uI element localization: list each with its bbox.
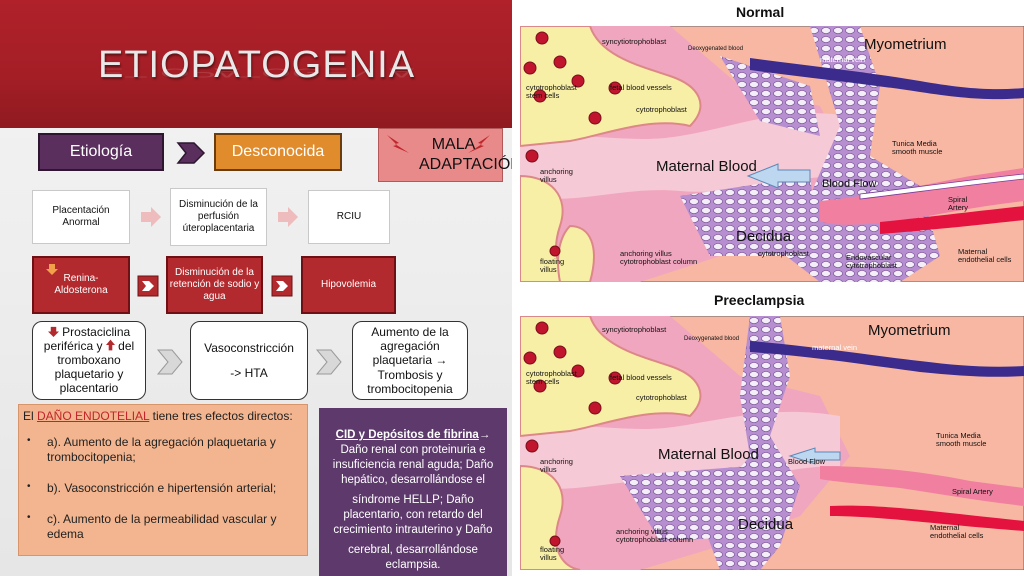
list-item: c). Aumento de la permeabilidad vascular… bbox=[23, 512, 303, 542]
arrow-down-icon bbox=[46, 264, 58, 275]
label-floating-villus: floating villus bbox=[540, 257, 565, 275]
preeclampsia-title: Preeclampsia bbox=[714, 292, 805, 308]
label-cytotrophoblast-2: cytotrophoblast bbox=[758, 249, 809, 258]
placentacion-box: Placentación Anormal bbox=[32, 190, 130, 244]
label-decidua-p: Decidua bbox=[738, 516, 794, 533]
perfusion-box: Disminución de la perfusión úteroplacent… bbox=[170, 188, 267, 246]
lightning-icon bbox=[468, 135, 490, 153]
mala-adaptacion-text: MALA ADAPTACIÓN bbox=[419, 136, 512, 173]
vasoconstriccion-text: Vasoconstricción bbox=[204, 341, 294, 356]
hipovolemia-box: Hipovolemia bbox=[301, 256, 396, 314]
label-floating-villus-p: floating villus bbox=[540, 545, 565, 563]
vasoconstriccion-box: Vasoconstricción -> HTA bbox=[190, 321, 308, 400]
label-spiral-artery: Spiral Artery bbox=[948, 195, 969, 213]
rciu-box: RCIU bbox=[308, 190, 390, 244]
label-decidua: Decidua bbox=[736, 228, 792, 245]
normal-panel-illustration bbox=[520, 26, 1024, 282]
dano-intro-prefix: El bbox=[23, 409, 34, 423]
hta-text: -> HTA bbox=[230, 365, 268, 380]
arrow-down-icon bbox=[47, 326, 59, 337]
label-maternal-endothelial-cells: Maternal endothelial cells bbox=[958, 247, 1012, 265]
tromboxano-text: del tromboxano plaquetario y placentario bbox=[54, 339, 135, 395]
cid-box: CID y Depósitos de fibrina→ Daño renal c… bbox=[319, 408, 507, 576]
label-syncytiotrophoblast: syncytiotrophoblast bbox=[602, 37, 667, 46]
agregacion-box: Aumento de la agregación plaquetaria → T… bbox=[352, 321, 468, 400]
cid-text-3: cerebral, desarrollándose eclampsia. bbox=[348, 543, 478, 571]
label-maternal-vein-p: maternal vein bbox=[812, 343, 858, 352]
renina-box: Renina-Aldosterona bbox=[32, 256, 130, 314]
desconocida-box: Desconocida bbox=[214, 133, 342, 171]
dano-intro-suffix: tiene tres efectos directos: bbox=[152, 409, 293, 423]
label-deoxygenated-blood: Deoxygenated blood bbox=[688, 46, 744, 52]
label-myometrium-p: Myometrium bbox=[868, 322, 951, 339]
label-cytotrophoblast-stem-cells: cytotrophoblast stem cells bbox=[526, 83, 577, 101]
dano-endotelial-box: El DAÑO ENDOTELIAL tiene tres efectos di… bbox=[18, 404, 308, 556]
chevron-right-icon bbox=[156, 349, 183, 375]
label-tunica-media: Tunica Media smooth muscle bbox=[892, 139, 943, 157]
cid-text-2: síndrome HELLP; Daño placentario, con re… bbox=[333, 493, 493, 536]
label-cytotrophoblast-p: cytotrophoblast bbox=[636, 393, 687, 402]
placenta-diagram: Normal Preeclampsia bbox=[512, 0, 1024, 576]
arrow-right-icon: → bbox=[478, 429, 491, 441]
label-blood-flow-p: Blood Flow bbox=[788, 457, 826, 466]
arrow-up-icon bbox=[105, 339, 115, 351]
normal-title: Normal bbox=[736, 4, 785, 20]
dano-intro: El DAÑO ENDOTELIAL tiene tres efectos di… bbox=[23, 409, 303, 423]
title-reflection: ETIOPATOGENIA bbox=[98, 65, 416, 80]
prostaciclina-text: Prostaciclina periférica y bbox=[43, 324, 131, 354]
label-cytotrophoblast-stem-cells-p: cytotrophoblast stem cells bbox=[526, 369, 577, 387]
cid-heading: CID y Depósitos de fibrina bbox=[335, 429, 479, 441]
label-anchoring-villus-column: anchoring villus cytotrophoblast column bbox=[620, 249, 698, 267]
lightning-icon bbox=[387, 135, 409, 153]
label-tunica-media-p: Tunica Media smooth muscle bbox=[936, 431, 987, 449]
label-syncytiotrophoblast-p: syncytiotrophoblast bbox=[602, 325, 667, 334]
label-spiral-artery-p: Spiral Artery bbox=[952, 487, 993, 496]
slide-title: ETIOPATOGENIA bbox=[98, 44, 416, 86]
label-fetal-blood-vessels: fetal blood vessels bbox=[610, 83, 672, 92]
arrow-right-icon bbox=[137, 275, 159, 297]
sodio-box: Disminución de la retención de sodio y a… bbox=[166, 256, 263, 314]
preeclampsia-panel-illustration bbox=[520, 316, 1024, 570]
cid-text-1: Daño renal con proteinuria e insuficienc… bbox=[332, 443, 494, 486]
etiologia-box: Etiología bbox=[38, 133, 164, 171]
label-anchoring-villus: anchoring villus bbox=[540, 167, 573, 185]
slide-left: ETIOPATOGENIA ETIOPATOGENIA Etiología De… bbox=[0, 0, 512, 576]
list-item: b). Vasoconstricción e hipertensión arte… bbox=[23, 481, 303, 496]
list-item: a). Aumento de la agregación plaquetaria… bbox=[23, 435, 303, 465]
label-maternal-vein: maternal vein bbox=[820, 55, 866, 64]
dano-list: a). Aumento de la agregación plaquetaria… bbox=[23, 435, 303, 542]
arrow-right-icon bbox=[271, 275, 293, 297]
mala-adaptacion-box: MALA ADAPTACIÓN bbox=[378, 128, 512, 182]
label-maternal-blood: Maternal Blood bbox=[656, 158, 757, 175]
renina-text: Renina-Aldosterona bbox=[54, 273, 108, 296]
label-fetal-blood-vessels-p: fetal blood vessels bbox=[610, 373, 672, 382]
label-anchoring-villus-p: anchoring villus bbox=[540, 457, 573, 475]
label-blood-flow: Blood Flow bbox=[822, 178, 877, 190]
label-maternal-blood-p: Maternal Blood bbox=[658, 446, 759, 463]
chevron-right-icon bbox=[176, 142, 206, 164]
chevron-right-icon bbox=[315, 349, 342, 375]
label-maternal-endothelial-cells-p: Maternal endothelial cells bbox=[930, 523, 984, 541]
arrow-right-icon bbox=[141, 207, 161, 227]
title-banner: ETIOPATOGENIA ETIOPATOGENIA bbox=[0, 0, 512, 128]
label-anchoring-villus-column-p: anchoring villus cytotrophoblast column bbox=[616, 527, 694, 545]
label-myometrium: Myometrium bbox=[864, 36, 947, 53]
dano-highlight: DAÑO ENDOTELIAL bbox=[37, 409, 150, 423]
label-endovascular-cytotrophoblast: Endovascular cytotrophoblast bbox=[846, 253, 897, 271]
prostaciclina-box: Prostaciclina periférica y del tromboxan… bbox=[32, 321, 146, 400]
label-deoxygenated-blood-p: Deoxygenated blood bbox=[684, 336, 740, 342]
arrow-right-icon bbox=[278, 207, 298, 227]
label-cytotrophoblast: cytotrophoblast bbox=[636, 105, 687, 114]
